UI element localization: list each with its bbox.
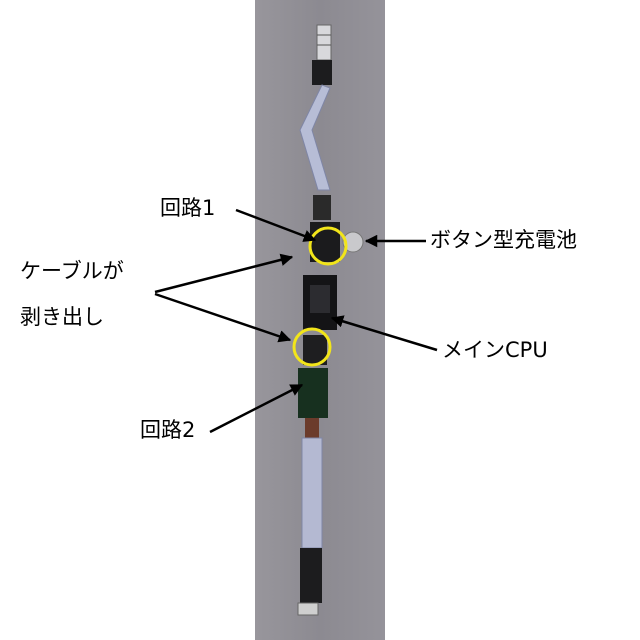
arrow-circuit1: [235, 208, 317, 242]
arrow-cable-upper: [154, 253, 294, 294]
arrow-cable-lower: [154, 292, 292, 343]
label-cable-exposed-line1: ケーブルが: [20, 259, 124, 283]
device-board: [297, 24, 364, 616]
arrow-main-cpu: [330, 315, 438, 352]
label-main-cpu: メインCPU: [442, 338, 548, 362]
arrow-circuit2: [209, 383, 304, 434]
highlight-circle-circuit2: [292, 327, 332, 367]
label-circuit1: 回路1: [160, 196, 216, 220]
label-circuit2: 回路2: [140, 418, 196, 442]
highlight-circle-circuit1: [308, 226, 348, 266]
label-button-battery: ボタン型充電池: [430, 228, 577, 252]
label-cable-exposed-line2: 剥き出し: [20, 305, 104, 329]
